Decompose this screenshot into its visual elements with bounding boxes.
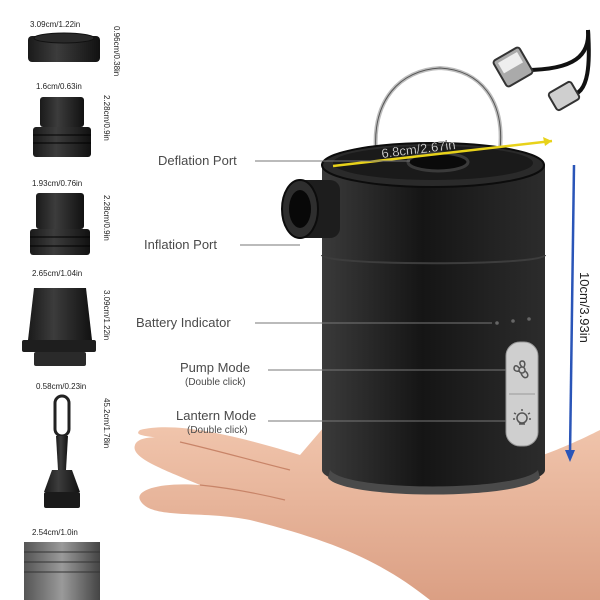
- callout-battery: Battery Indicator: [136, 315, 492, 330]
- lantern-mode-sub: (Double click): [187, 425, 248, 436]
- fan-icon: [513, 360, 529, 379]
- callout-lantern: Lantern Mode (Double click): [176, 408, 506, 436]
- lantern-icon: [513, 409, 531, 425]
- nozzle-4-width: 2.65cm/1.04in: [32, 269, 82, 278]
- pump-body: [281, 65, 546, 495]
- nozzle-needle: [44, 394, 80, 508]
- height-label: 10cm/3.93in: [577, 272, 592, 343]
- nozzle-2-height: 2.28cm/0.9in: [102, 95, 111, 141]
- pump-mode-sub: (Double click): [185, 377, 246, 388]
- nozzle-1-width: 3.09cm/1.22in: [30, 20, 80, 29]
- nozzle-3-height: 2.28cm/0.9in: [102, 195, 111, 241]
- callout-pump: Pump Mode (Double click): [180, 360, 506, 388]
- nozzle-1-height: 0.96cm/0.38in: [112, 26, 121, 76]
- nozzle-2-width: 1.6cm/0.63in: [36, 82, 82, 91]
- lantern-mode-label: Lantern Mode: [176, 408, 256, 423]
- inflation-port-label: Inflation Port: [144, 237, 217, 252]
- height-measure: 10cm/3.93in: [565, 164, 592, 462]
- nozzle-5-width: 0.58cm/0.23in: [36, 382, 86, 391]
- nozzle-5-height: 45.2cm/1.78in: [102, 398, 111, 448]
- pump-mode-label: Pump Mode: [180, 360, 250, 375]
- nozzle-4-height: 3.09cm/1.22in: [102, 290, 111, 340]
- nozzle-ring: [28, 32, 100, 62]
- nozzle-metal: [24, 542, 100, 600]
- battery-indicator-label: Battery Indicator: [136, 315, 231, 330]
- nozzle-small: [33, 97, 91, 157]
- hand: [134, 415, 600, 600]
- nozzle-large: [22, 288, 96, 366]
- callout-deflation: Deflation Port: [158, 153, 410, 168]
- nozzle-3-width: 1.93cm/0.76in: [32, 179, 82, 188]
- nozzle-medium: [30, 193, 90, 255]
- nozzle-6-width: 2.54cm/1.0in: [32, 528, 78, 537]
- callout-inflation: Inflation Port: [144, 237, 300, 252]
- usb-cable-icon: [492, 29, 591, 112]
- deflation-port-label: Deflation Port: [158, 153, 237, 168]
